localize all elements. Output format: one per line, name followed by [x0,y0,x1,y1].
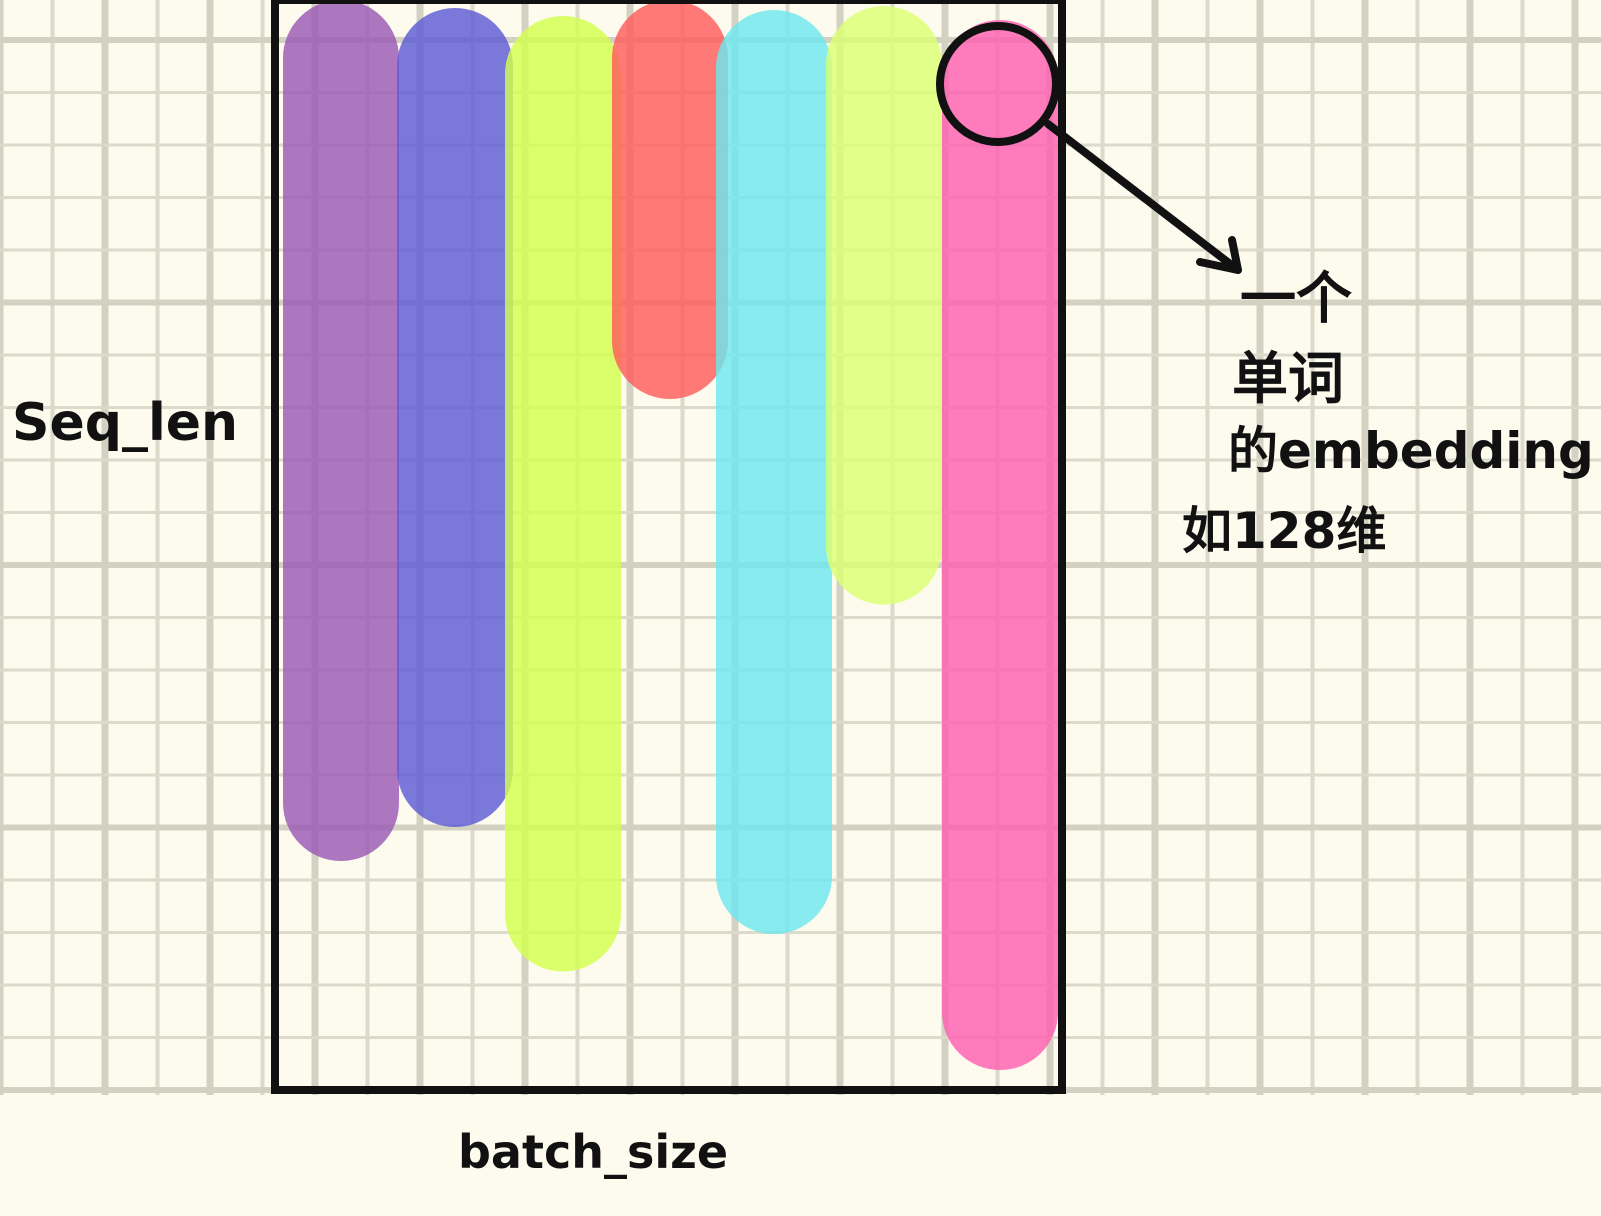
embedding-highlight-circle [936,22,1060,146]
batch-frame [271,0,1066,1094]
annotation-line-2: 单词 [1232,347,1344,412]
seq-len-label: Seq_len [12,393,238,453]
sequence-bar [942,20,1058,1070]
annotation-line-3: 的embedding [1228,422,1594,480]
sequence-bar [826,6,942,605]
sequence-bar [716,10,832,934]
sequence-bar [612,0,728,399]
sequence-bar [505,16,621,972]
sequence-bar [283,0,399,861]
batch-size-label: batch_size [458,1125,728,1179]
sequence-bars [283,0,1058,1070]
sequence-bar [397,8,513,827]
arrow-icon [1044,120,1242,274]
annotation-line-4: 如128维 [1182,502,1386,560]
annotation-line-1: 一个 [1240,267,1352,332]
